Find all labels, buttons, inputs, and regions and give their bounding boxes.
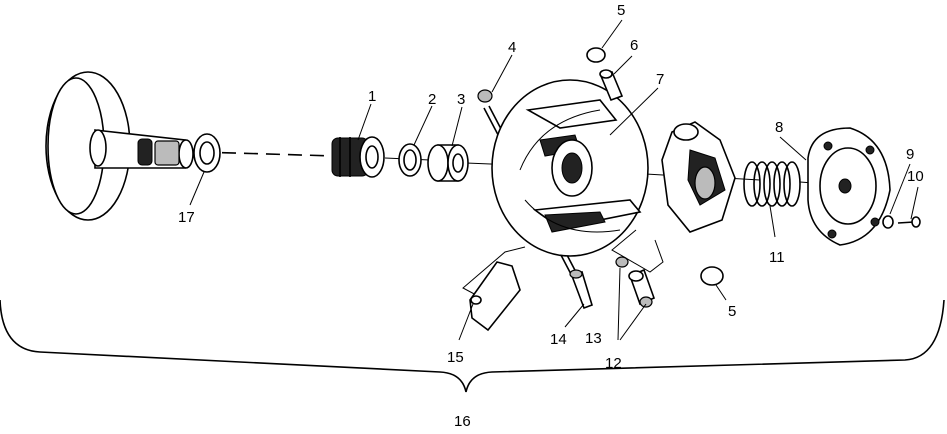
callout-3: 3 [457,91,465,108]
part-15-shoe [469,261,521,332]
callout-17: 17 [178,209,195,226]
part-6-pin [599,69,624,102]
part-10-screw [897,216,921,228]
washer-17 [193,133,221,173]
part-3-bushing [427,144,469,182]
callout-15: 15 [447,349,464,366]
part-8-cover [807,127,891,246]
callout-14: 14 [550,331,567,348]
part-14-pin [569,269,593,310]
callout-11: 11 [769,249,785,266]
callout-10: 10 [907,168,924,185]
part-1-retainer [331,136,385,178]
callout-8: 8 [775,119,783,136]
callout-7: 7 [656,71,664,88]
callout-9: 9 [906,146,914,163]
callout-16: 16 [454,413,471,429]
part-12-roller [628,268,656,308]
leader-lines [189,19,919,341]
shaft-centerline [199,151,336,157]
part-11-spring [743,161,801,207]
assembly-bracket [0,299,945,393]
moveable-sheave [491,79,649,257]
callout-13: 13 [585,330,602,347]
part-13-bushing [615,256,629,268]
callout-5-top: 5 [617,2,625,19]
callout-12: 12 [605,355,622,372]
callout-5-bottom: 5 [728,303,736,320]
callout-4: 4 [508,39,516,56]
part-9-washer [882,215,894,229]
part-12-bracket [611,229,664,273]
spider [661,121,736,233]
part-2-ring [398,143,422,177]
callout-1: 1 [368,88,376,105]
callout-2: 2 [428,91,436,108]
callout-6: 6 [630,37,638,54]
part-5-button-bottom [700,266,724,286]
part-5-button-top [586,47,606,63]
stationary-sheave [45,71,194,221]
